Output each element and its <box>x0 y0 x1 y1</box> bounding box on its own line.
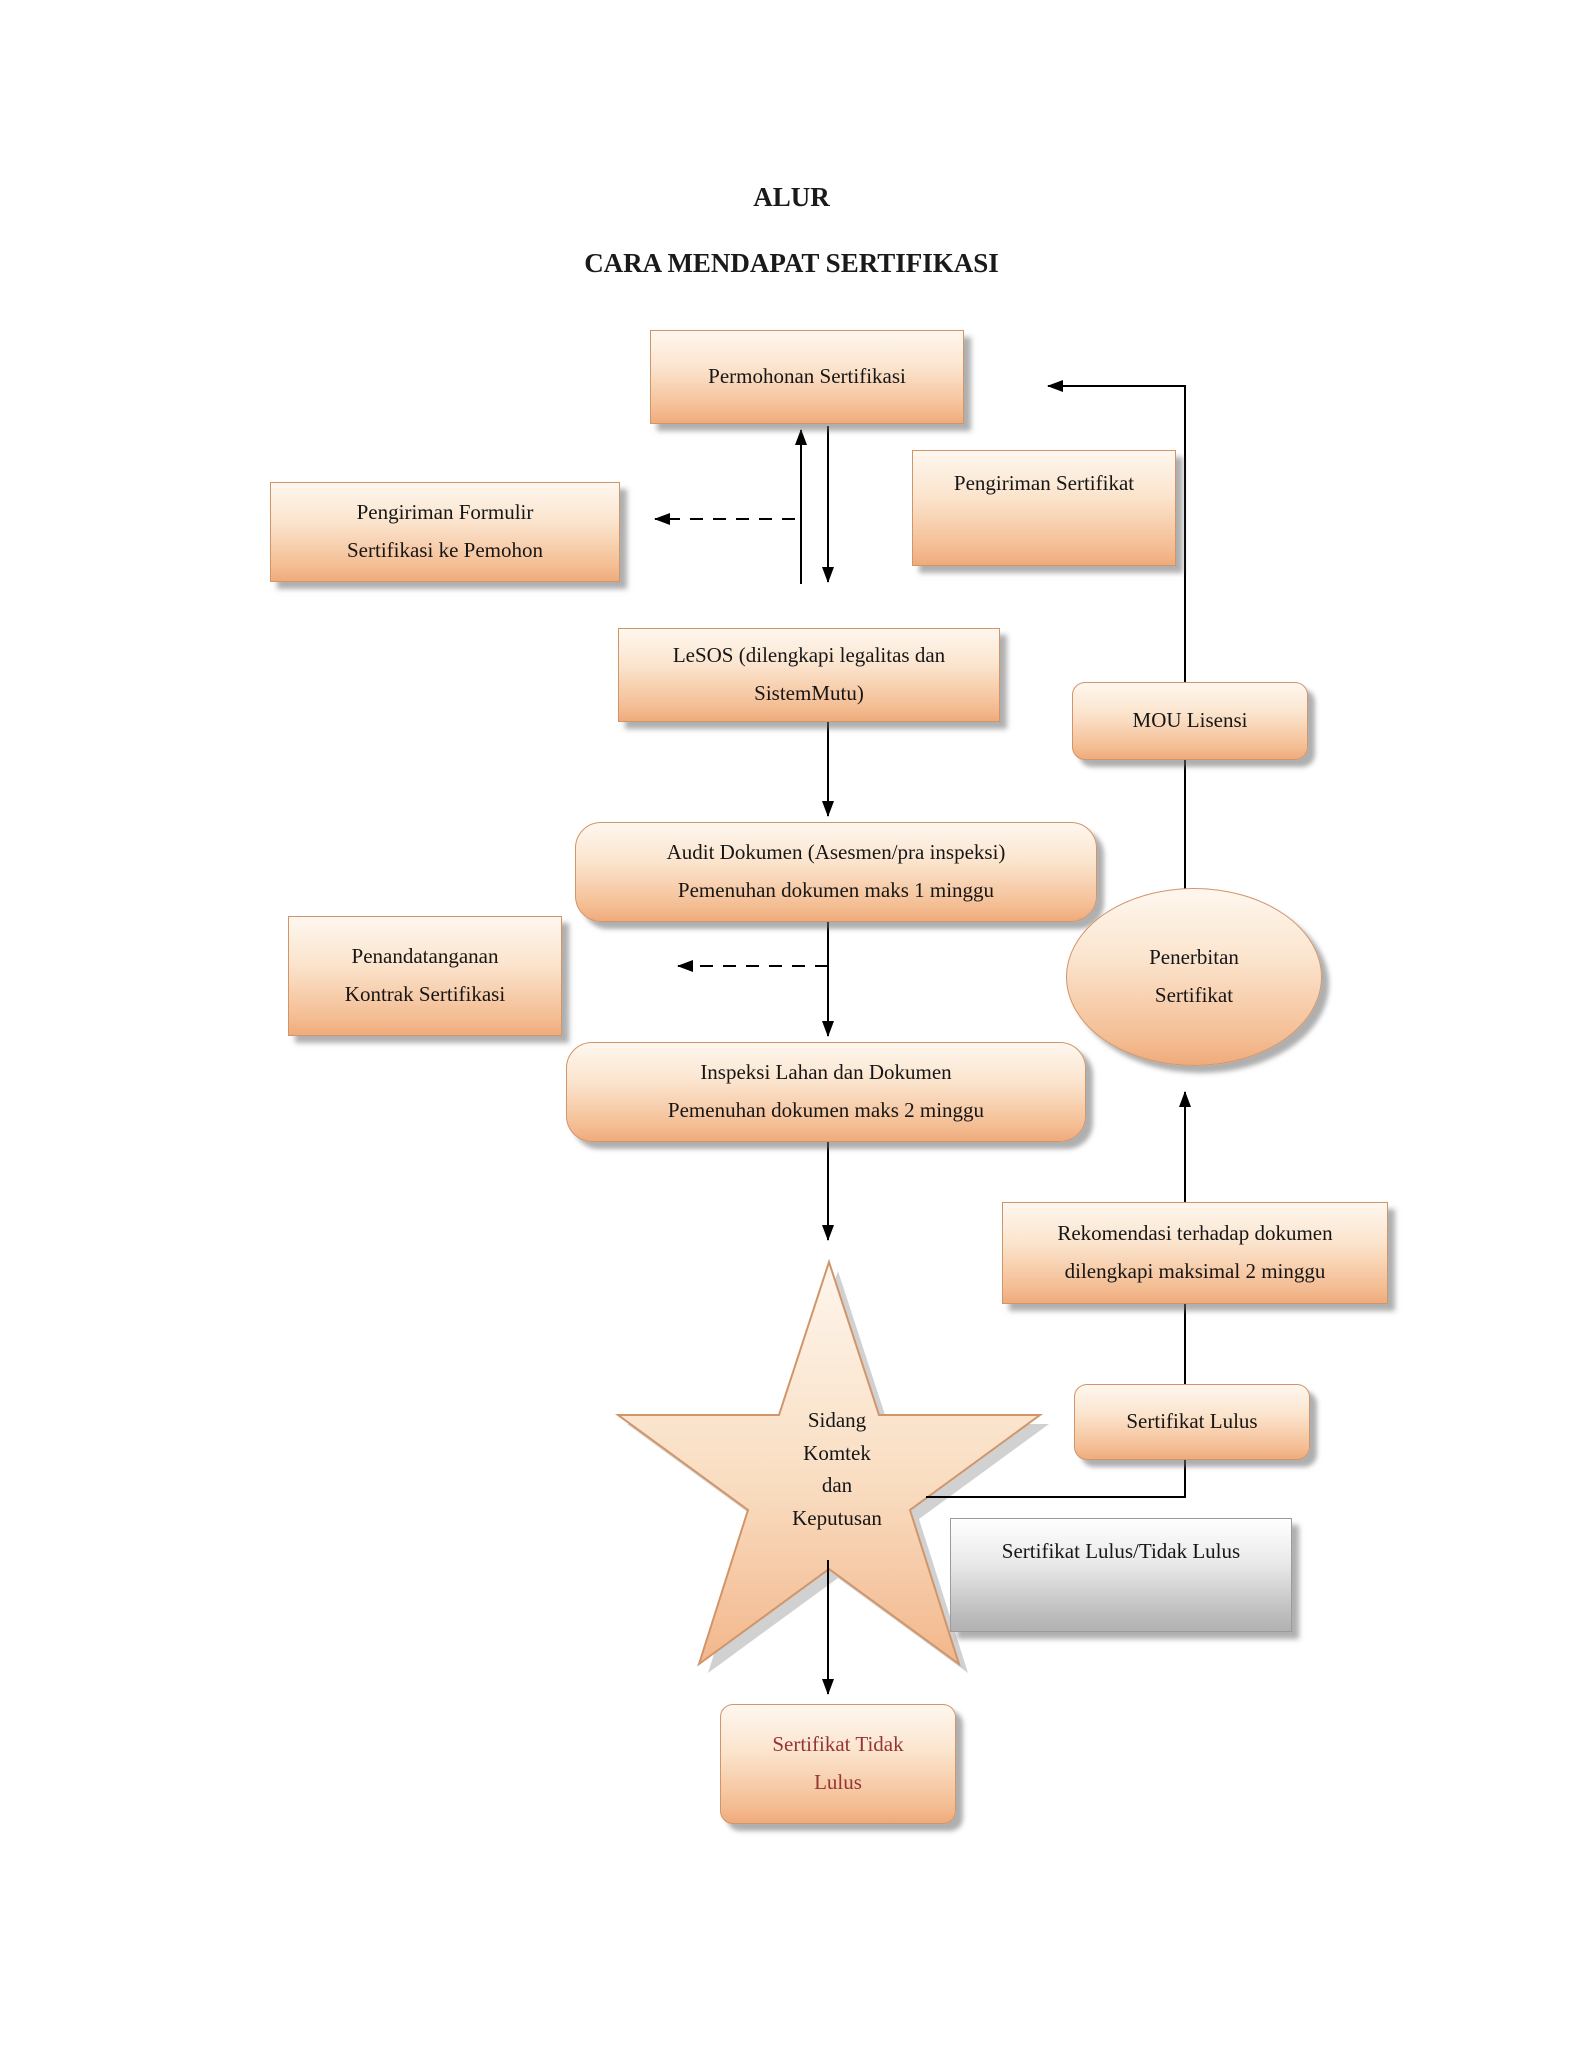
node-mou-lisensi-text: MOU Lisensi <box>1132 708 1248 733</box>
page-title: ALUR <box>753 182 830 212</box>
node-audit-dokumen: Audit Dokumen (Asesmen/pra inspeksi) Pem… <box>575 822 1097 922</box>
node-penandatanganan-kontrak: Penandatanganan Kontrak Sertifikasi <box>288 916 562 1036</box>
node-sidang-text: Sidang <box>807 1408 867 1432</box>
node-pengiriman-sertifikat: Pengiriman Sertifikat <box>912 450 1176 566</box>
node-penandatanganan-text: Penandatanganan <box>351 944 499 969</box>
node-mou-lisensi: MOU Lisensi <box>1072 682 1308 760</box>
node-lesos-text: LeSOS (dilengkapi legalitas dan <box>672 643 946 668</box>
node-audit-dokumen-text: Audit Dokumen (Asesmen/pra inspeksi) <box>666 840 1006 865</box>
node-sertifikat-lulus: Sertifikat Lulus <box>1074 1384 1310 1460</box>
node-sertifikat-tidak-lulus-text: Sertifikat Tidak <box>772 1732 904 1757</box>
node-sertifikat-lulus-text: Sertifikat Lulus <box>1126 1409 1258 1434</box>
node-penerbitan-text: Sertifikat <box>1154 983 1234 1007</box>
node-lesos: LeSOS (dilengkapi legalitas dan SistemMu… <box>618 628 1000 722</box>
node-permohonan-text: Permohonan Sertifikasi <box>708 364 906 389</box>
node-lesos-text: SistemMutu) <box>754 681 864 705</box>
node-rekomendasi: Rekomendasi terhadap dokumen dilengkapi … <box>1002 1202 1388 1304</box>
node-audit-dokumen-text: Pemenuhan dokumen maks 1 minggu <box>677 878 995 902</box>
node-pengiriman-sertifikat-text: Pengiriman Sertifikat <box>953 471 1135 495</box>
node-inspeksi-text: Inspeksi Lahan dan Dokumen <box>700 1060 952 1085</box>
arrow-penerbitan-permohonan <box>1047 380 1186 1060</box>
node-sertifikat-tidak-lulus-text: Lulus <box>814 1770 862 1794</box>
node-penandatanganan-text: Kontrak Sertifikasi <box>344 982 506 1006</box>
node-penerbitan-text: Penerbitan <box>1149 945 1239 970</box>
node-sidang-text: Komtek <box>803 1440 871 1465</box>
node-penerbitan-sertifikat: Penerbitan Sertifikat <box>1066 888 1322 1066</box>
node-pengiriman-formulir-text: Pengiriman Formulir <box>356 500 534 525</box>
node-sidang-komtek-label: Sidang Komtek dan Keputusan <box>727 1404 947 1534</box>
node-rekomendasi-text: dilengkapi maksimal 2 minggu <box>1064 1259 1326 1283</box>
node-permohonan-sertifikasi: Permohonan Sertifikasi <box>650 330 964 424</box>
node-sertifikat-lulus-tidak-lulus: Sertifikat Lulus/Tidak Lulus <box>950 1518 1292 1632</box>
node-sertifikat-lulus-tidak-text: Sertifikat Lulus/Tidak Lulus <box>1001 1539 1241 1563</box>
node-sidang-text: Keputusan <box>792 1505 882 1530</box>
page-subtitle: CARA MENDAPAT SERTIFIKASI <box>584 248 999 278</box>
node-sidang-text: dan <box>821 1473 853 1498</box>
node-pengiriman-formulir-text: Sertifikasi ke Pemohon <box>347 538 543 562</box>
node-pengiriman-formulir: Pengiriman Formulir Sertifikasi ke Pemoh… <box>270 482 620 582</box>
node-rekomendasi-text: Rekomendasi terhadap dokumen <box>1057 1221 1333 1246</box>
node-sertifikat-tidak-lulus: Sertifikat Tidak Lulus <box>720 1704 956 1824</box>
node-inspeksi-lahan: Inspeksi Lahan dan Dokumen Pemenuhan dok… <box>566 1042 1086 1142</box>
node-inspeksi-text: Pemenuhan dokumen maks 2 minggu <box>667 1098 985 1122</box>
